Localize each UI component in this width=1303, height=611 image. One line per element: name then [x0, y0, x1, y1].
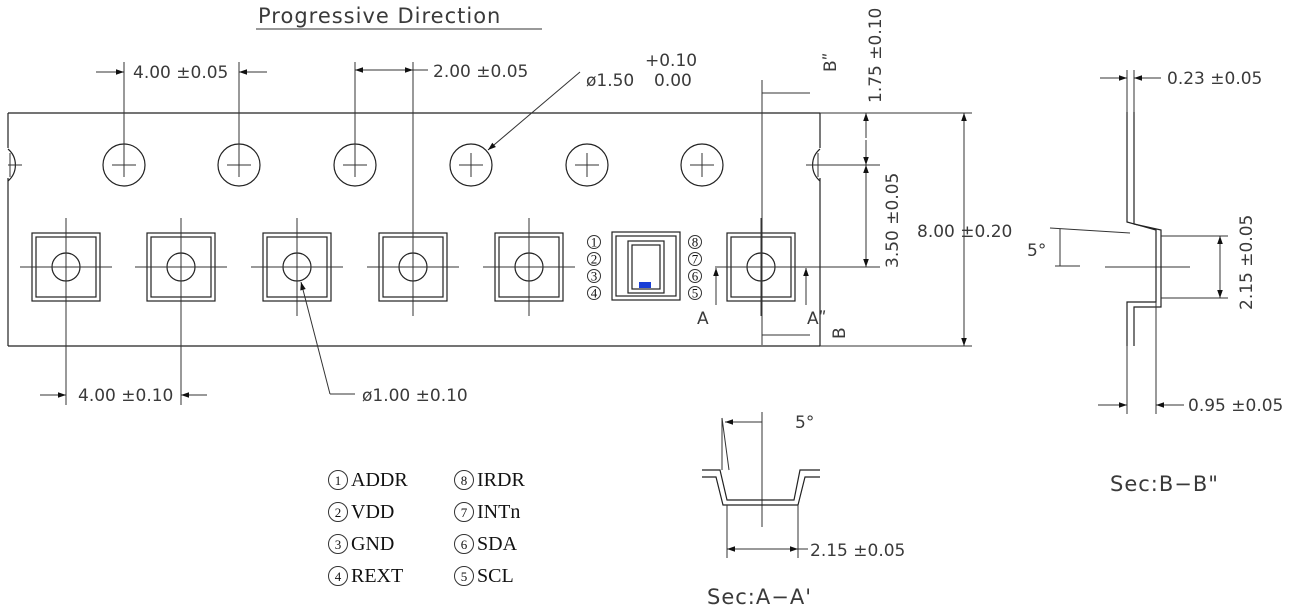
svg-text:SCL: SCL: [477, 565, 514, 587]
svg-text:1: 1: [335, 473, 342, 488]
svg-text:0.95 ±0.05: 0.95 ±0.05: [1188, 396, 1283, 416]
svg-text:6: 6: [692, 269, 699, 284]
die-marker: [639, 282, 651, 288]
svg-text:+0.10: +0.10: [645, 51, 697, 71]
section-aa-label: Sec:A−A': [707, 585, 812, 609]
section-line-b: Bʺ B: [761, 53, 850, 345]
device-die-area: [631, 244, 661, 290]
pin-legend-item: 6 SDA: [454, 533, 518, 555]
pin-number-marker: 1: [587, 235, 601, 250]
pin-legend-item: 2 VDD: [328, 501, 394, 523]
pockets: [20, 218, 807, 316]
carrier-tape: [7, 112, 821, 347]
dim-hole-to-pocket: 3.50 ±0.05: [800, 165, 903, 268]
svg-text:A: A: [697, 309, 709, 329]
sprocket-hole-partial: [7, 148, 22, 182]
sprocket-hole-partial: [806, 148, 821, 182]
svg-text:0.00: 0.00: [654, 71, 692, 91]
svg-text:8: 8: [692, 235, 699, 250]
svg-text:3: 3: [591, 269, 598, 284]
pocket: [483, 218, 575, 316]
svg-text:2: 2: [335, 505, 342, 520]
svg-text:7: 7: [461, 505, 468, 520]
dim-tape-width: 8.00 ±0.20: [820, 112, 1012, 347]
device-pocket-inner: [615, 235, 677, 297]
device-pocket-outer: [611, 231, 681, 301]
svg-text:IRDR: IRDR: [477, 469, 525, 491]
pocket: [251, 218, 343, 316]
svg-text:5°: 5°: [795, 413, 814, 433]
pin-legend-item: 5 SCL: [454, 565, 514, 587]
svg-text:GND: GND: [351, 533, 394, 555]
svg-text:4.00 ±0.10: 4.00 ±0.10: [78, 386, 173, 406]
svg-text:6: 6: [461, 537, 468, 552]
svg-text:3.50 ±0.05: 3.50 ±0.05: [883, 173, 903, 268]
svg-text:4: 4: [591, 286, 598, 301]
pin-number-marker: 5: [688, 286, 702, 301]
svg-text:3: 3: [335, 537, 342, 552]
svg-text:4: 4: [335, 569, 342, 584]
pin-number-marker: 6: [688, 269, 702, 284]
svg-text:5: 5: [692, 286, 699, 301]
pin-legend-item: 8 IRDR: [454, 469, 525, 491]
pin-number-marker: 2: [587, 252, 601, 267]
svg-text:B: B: [830, 327, 850, 339]
svg-text:VDD: VDD: [351, 501, 394, 523]
svg-text:2: 2: [591, 252, 598, 267]
svg-text:5°: 5°: [1027, 241, 1046, 261]
svg-text:8.00 ±0.20: 8.00 ±0.20: [917, 222, 1012, 242]
pin-legend: 1 ADDR 2 VDD 3 GND 4 REXT 8 IRDR 7 INTn 6 SDA 5 SCL: [328, 469, 525, 587]
sprocket-hole: [449, 143, 493, 187]
svg-text:INTn: INTn: [477, 501, 520, 523]
section-aa: 5° 2.15 ±0.05 Sec:A−A': [702, 412, 905, 609]
dim-pocket-hole: ø1.00 ±0.10: [300, 281, 468, 406]
svg-text:SDA: SDA: [477, 533, 518, 555]
dim-hole-diameter: ø1.50 +0.10 0.00: [487, 51, 697, 151]
device-package: [627, 240, 665, 294]
pin-number-marker: 4: [587, 286, 601, 301]
pin-legend-item: 7 INTn: [454, 501, 520, 523]
diagram-title: Progressive Direction: [258, 4, 501, 28]
pin-legend-item: 4 REXT: [328, 565, 403, 587]
svg-text:4.00 ±0.05: 4.00 ±0.05: [133, 63, 228, 83]
device-pocket: [611, 231, 681, 301]
sprocket-hole: [565, 143, 609, 187]
svg-text:REXT: REXT: [351, 565, 403, 587]
svg-text:5: 5: [461, 569, 468, 584]
svg-text:2.15 ±0.05: 2.15 ±0.05: [810, 541, 905, 561]
sprocket-holes: [7, 143, 821, 187]
svg-text:0.23 ±0.05: 0.23 ±0.05: [1167, 69, 1262, 89]
pocket: [715, 218, 807, 316]
device-pin-markers: 1 2 3 4 8 7 6 5: [587, 235, 702, 301]
pin-number-marker: 3: [587, 269, 601, 284]
svg-text:1.75 ±0.10: 1.75 ±0.10: [866, 8, 886, 103]
svg-text:ø1.00 ±0.10: ø1.00 ±0.10: [362, 386, 468, 406]
pin-legend-item: 3 GND: [328, 533, 394, 555]
dim-pocket-pitch: 4.00 ±0.10: [40, 300, 207, 406]
dim-pocket-offset: 2.00 ±0.05: [354, 62, 528, 262]
section-bb-label: Sec:B−B": [1110, 472, 1219, 496]
svg-text:ADDR: ADDR: [351, 469, 408, 491]
pocket: [135, 218, 227, 316]
pin-number-marker: 7: [688, 252, 702, 267]
svg-text:Aʺ: Aʺ: [807, 309, 826, 329]
section-bb: 0.23 ±0.05 5° 2.15 ±0.05 0.95 ±0.05 Sec:…: [1027, 69, 1283, 496]
pin-number-marker: 8: [688, 235, 702, 250]
sprocket-hole: [680, 143, 724, 187]
pin-legend-item: 1 ADDR: [328, 469, 408, 491]
section-line-a: A Aʺ: [697, 268, 826, 329]
dim-sprocket-pitch: 4.00 ±0.05: [96, 62, 267, 165]
dim-edge-to-hole: 1.75 ±0.10: [820, 8, 886, 166]
svg-text:Bʺ: Bʺ: [821, 53, 841, 72]
svg-text:7: 7: [692, 252, 699, 267]
svg-text:8: 8: [461, 473, 468, 488]
svg-text:1: 1: [591, 235, 598, 250]
svg-text:2.00 ±0.05: 2.00 ±0.05: [433, 62, 528, 82]
svg-text:ø1.50: ø1.50: [586, 71, 634, 91]
svg-text:2.15 ±0.05: 2.15 ±0.05: [1237, 215, 1257, 310]
